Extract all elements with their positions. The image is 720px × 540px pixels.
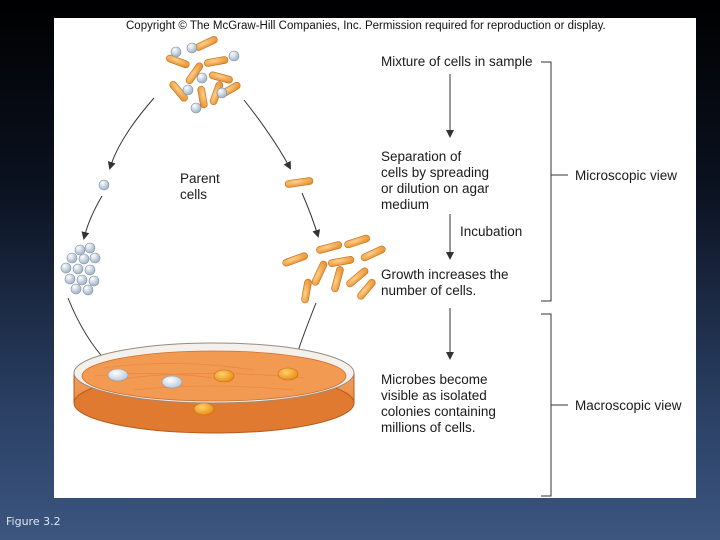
isolation-diagram xyxy=(60,36,568,497)
incubation-label: Incubation xyxy=(460,224,523,239)
microscopic-view-label: Microscopic view xyxy=(575,168,678,183)
copyright-notice: Copyright © The McGraw-Hill Companies, I… xyxy=(126,20,606,32)
arrow-to-dish-left xyxy=(67,297,110,365)
mixture-label: Mixture of cells in sample xyxy=(381,54,533,69)
parent-rod xyxy=(284,177,314,188)
macroscopic-bracket xyxy=(541,313,552,497)
coccus-cluster xyxy=(60,242,101,296)
growth-label: Growth increases the number of cells. xyxy=(381,267,509,298)
arrow-to-parent-coccus xyxy=(107,97,155,170)
rod-cluster xyxy=(282,234,386,304)
colonies-label: Microbes become visible as isolated colo… xyxy=(381,372,496,435)
colony-white-left xyxy=(107,368,129,382)
arrow-to-rod-cluster xyxy=(301,192,321,238)
separation-label: Separation of cells by spreading or dilu… xyxy=(381,149,490,212)
arrow-to-coccus-cluster xyxy=(81,195,103,240)
colony-orange-center xyxy=(213,369,235,383)
cell-mixture xyxy=(166,36,241,114)
parent-coccus xyxy=(98,179,110,191)
arrow-to-parent-rod xyxy=(243,99,291,170)
figure-caption: Figure 3.2 xyxy=(6,515,61,528)
colony-orange-bottom xyxy=(193,402,215,416)
figure-panel: Copyright © The McGraw-Hill Companies, I… xyxy=(54,18,696,498)
microscopic-bracket xyxy=(541,61,552,302)
colony-white-center xyxy=(161,375,183,389)
petri-dish xyxy=(73,342,355,434)
macroscopic-view-label: Macroscopic view xyxy=(575,398,682,413)
parent-cells-label: Parent cells xyxy=(180,171,220,202)
colony-orange-right xyxy=(277,367,299,381)
